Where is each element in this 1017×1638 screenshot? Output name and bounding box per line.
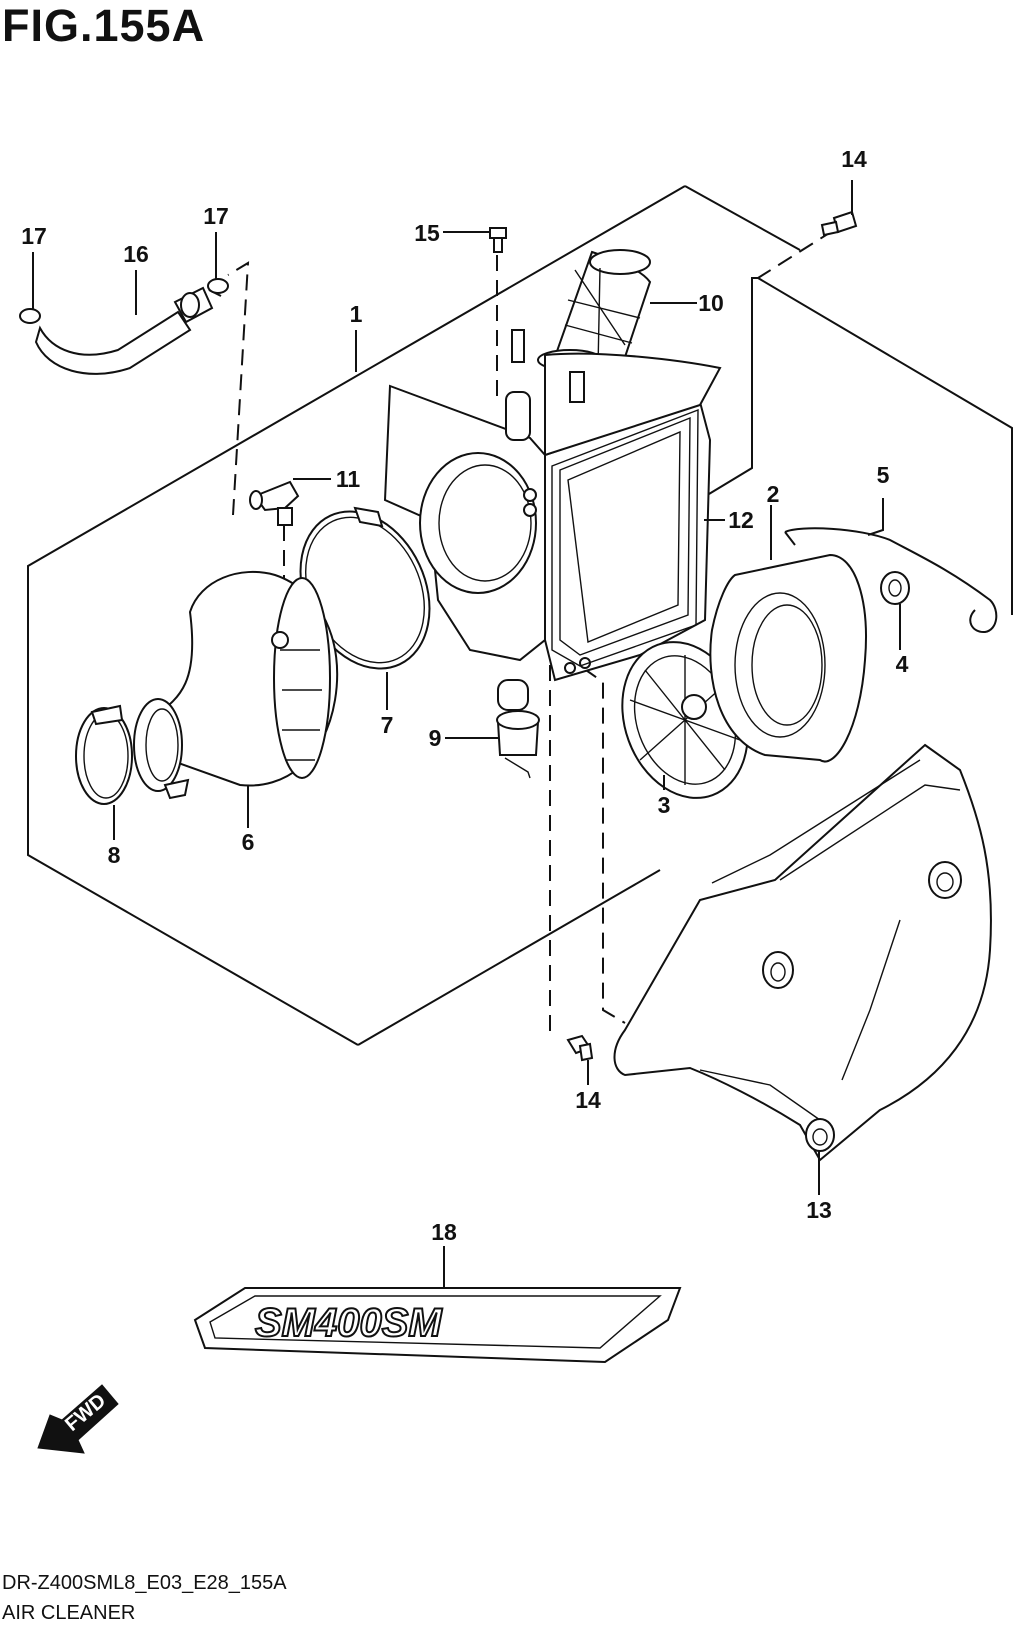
callout-5: 5 xyxy=(877,462,890,488)
decal-logo-text: SM400SM xyxy=(255,1301,443,1345)
callout-14-bottom: 14 xyxy=(575,1087,601,1113)
figure-title: FIG.155A xyxy=(2,0,206,51)
seal-part-12 xyxy=(551,408,699,667)
air-cleaner-case-part-1 xyxy=(383,329,722,711)
breather-fitting-part-11 xyxy=(249,480,300,526)
callout-15: 15 xyxy=(414,220,440,246)
bolt-part-14-top xyxy=(820,210,858,237)
bolt-part-14-bottom xyxy=(566,1034,594,1062)
screw-part-15 xyxy=(489,227,507,253)
callout-14-top: 14 xyxy=(841,146,867,172)
callout-9: 9 xyxy=(429,725,442,751)
breather-hose-part-16 xyxy=(34,286,214,375)
decal-part-18: SM400SM xyxy=(193,1287,682,1364)
arrow-forward-icon xyxy=(37,1384,119,1454)
callout-10: 10 xyxy=(698,290,724,316)
fwd-direction-marker: FWD xyxy=(37,1384,119,1454)
hose-clamp-part-17-left xyxy=(19,308,41,324)
callout-7: 7 xyxy=(381,712,394,738)
clamp-part-8 xyxy=(75,704,133,805)
callout-leader-lines xyxy=(32,180,901,1288)
filter-element-part-2 xyxy=(709,553,867,763)
callout-17-left: 17 xyxy=(21,223,47,249)
section-name: AIR CLEANER xyxy=(2,1602,136,1624)
callout-12: 12 xyxy=(728,507,754,533)
callout-3: 3 xyxy=(658,792,671,818)
grommet-part-9 xyxy=(496,710,540,779)
callout-11: 11 xyxy=(336,466,361,492)
wire-part-5 xyxy=(784,527,998,634)
callout-2: 2 xyxy=(767,481,780,507)
callout-13: 13 xyxy=(806,1197,832,1223)
model-code: DR-Z400SML8_E03_E28_155A xyxy=(2,1572,287,1594)
washer-part-4 xyxy=(880,571,910,605)
hose-clamp-part-17-right xyxy=(207,278,229,294)
callout-17-right: 17 xyxy=(203,203,229,229)
intake-tube-part-6 xyxy=(133,570,339,800)
side-cover-part-13 xyxy=(613,743,992,1162)
callout-labels: 1 2 3 4 5 6 7 8 9 10 11 12 13 14 14 15 1… xyxy=(21,146,908,1245)
callout-18: 18 xyxy=(431,1219,457,1245)
callout-6: 6 xyxy=(242,829,255,855)
callout-1: 1 xyxy=(350,301,363,327)
callout-16: 16 xyxy=(123,241,149,267)
callout-8: 8 xyxy=(108,842,121,868)
callout-4: 4 xyxy=(896,651,909,677)
assembly-outline xyxy=(27,185,1013,1046)
